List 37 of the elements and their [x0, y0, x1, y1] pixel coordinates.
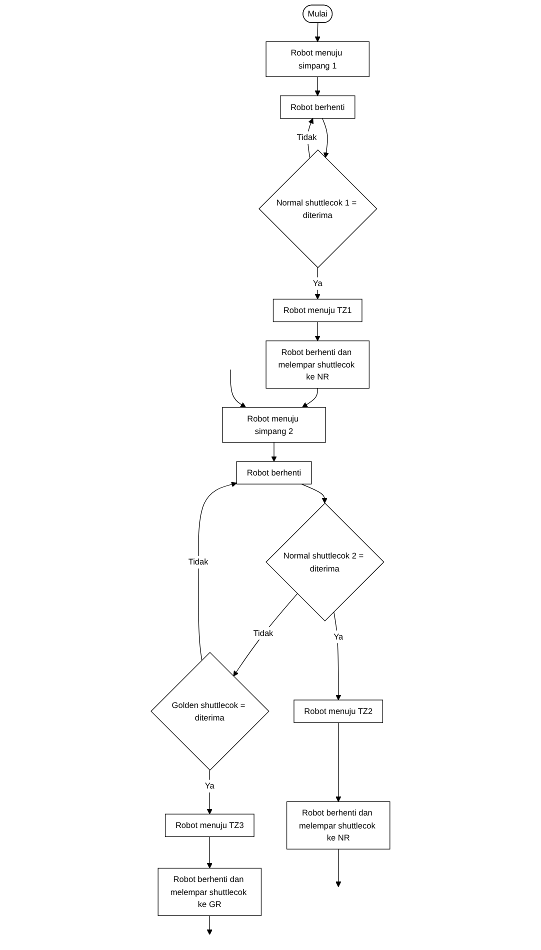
arrow: [230, 369, 246, 408]
arrow: [336, 722, 342, 802]
node-box: Robot menuju TZ1: [272, 298, 362, 322]
node-box: Robot berhenti: [236, 461, 312, 484]
arrow: [333, 611, 342, 700]
edge-label: Tidak: [296, 132, 317, 142]
edge-label: Tidak: [253, 628, 274, 638]
node-diamond: Normal shuttlecok 1 = diterima: [258, 149, 378, 268]
edge-label: Tidak: [188, 557, 208, 567]
arrow: [301, 484, 328, 504]
arrow: [206, 836, 212, 868]
node-diamond: Normal shuttlecok 2 = diterima: [266, 502, 384, 622]
node-box: Robot menuju TZ2: [294, 700, 384, 723]
arrow: [271, 442, 277, 462]
arrow: [302, 388, 318, 408]
arrow: [206, 915, 212, 935]
edge-label: Ya: [312, 278, 322, 288]
edge-label: Ya: [334, 632, 344, 642]
arrow: [314, 22, 320, 42]
node-box: Robot menuju simpang 2: [222, 407, 326, 443]
node-box: Robot berhenti dan melempar shuttlecok ke NR: [286, 801, 390, 850]
node-box: Robot menuju TZ3: [164, 814, 254, 838]
node-box: Robot menuju simpang 1: [266, 41, 370, 78]
arrow: [336, 848, 342, 888]
node-diamond: Golden shuttlecok = diterima: [150, 652, 270, 771]
arrow: [314, 321, 320, 342]
arrow: [314, 76, 320, 96]
arrow: [307, 118, 314, 158]
node-box: Robot berhenti dan melempar shuttlecok ke GR: [158, 868, 262, 916]
node-box: Robot berhenti: [280, 95, 356, 119]
arrow: [206, 770, 212, 814]
node-box: Robot berhenti dan melempar shuttlecok ke NR: [266, 340, 370, 389]
arrow: [314, 267, 320, 300]
edge-label: Ya: [204, 781, 214, 791]
arrow: [233, 593, 298, 676]
arrow: [322, 118, 329, 158]
arrow: [198, 482, 237, 661]
